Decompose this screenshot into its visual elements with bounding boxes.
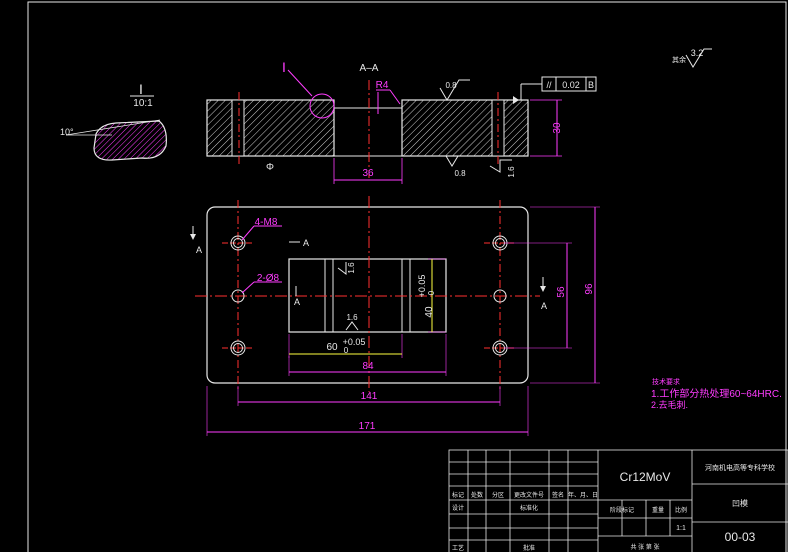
pin-hole-r bbox=[493, 289, 507, 303]
width-141: 141 bbox=[361, 391, 378, 402]
notes-title: 技术要求 bbox=[652, 377, 680, 386]
tb-material: Cr12MoV bbox=[620, 470, 671, 484]
hole-bl bbox=[230, 340, 246, 356]
tb-h-date: 年、月、日 bbox=[568, 491, 598, 499]
tb-h-mark: 标记 bbox=[452, 491, 464, 499]
general-finish: 其余 3.2 bbox=[672, 48, 712, 68]
pin-hole-l bbox=[231, 289, 245, 303]
detail-label: I bbox=[139, 81, 143, 97]
width-84: 84 bbox=[362, 361, 374, 372]
tech-notes: 技术要求 1.工作部分热处理60~64HRC. 2.去毛刺. bbox=[651, 377, 782, 410]
tb-drawing-no: 00-03 bbox=[725, 530, 756, 544]
plan-view: 4-M8 2-Ø8 A A A A 1.6 1.6 40 +0.05 0 60 … bbox=[190, 196, 600, 436]
section-mark-pocket-bottom: A bbox=[294, 297, 300, 307]
die-outline bbox=[206, 206, 529, 384]
tb-part-name: 凹模 bbox=[732, 498, 748, 508]
pocket-width: 60 bbox=[326, 342, 338, 353]
pocket-height-tol-low: 0 bbox=[427, 290, 436, 295]
phi-symbol: Φ bbox=[266, 162, 274, 173]
notes-line-1: 1.工作部分热处理60~64HRC. bbox=[651, 387, 782, 400]
tb-weight-label: 重量 bbox=[652, 506, 664, 514]
detail-marker: I bbox=[282, 59, 286, 75]
height-30: 30 bbox=[552, 122, 563, 134]
tol-value: 0.02 bbox=[562, 80, 580, 90]
title-block-text: Cr12MoV 河南机电高等专科学校 凹模 00-03 标记 处数 分区 更改文… bbox=[452, 463, 775, 552]
tb-h-sign: 签名 bbox=[552, 491, 564, 499]
drawing-frame bbox=[27, 1, 787, 552]
holes-4-label: 4-M8 bbox=[255, 217, 278, 228]
title-block bbox=[448, 449, 788, 552]
roughness-side: 1.6 bbox=[507, 166, 516, 178]
tb-design: 设计 bbox=[452, 504, 464, 512]
tol-datum: B bbox=[588, 80, 594, 90]
width-171: 171 bbox=[359, 421, 376, 432]
general-finish-value: 3.2 bbox=[691, 48, 704, 58]
detail-view: I 10:1 10° bbox=[60, 81, 167, 161]
hole-tl bbox=[230, 235, 246, 251]
pocket-roughness-1: 1.6 bbox=[347, 262, 356, 274]
section-title: A–A bbox=[360, 63, 379, 74]
holes-2-label: 2-Ø8 bbox=[257, 273, 280, 284]
tb-scale-label: 比例 bbox=[675, 506, 687, 514]
tb-stage-label: 阶段标记 bbox=[610, 506, 634, 514]
section-view: A–A I R4 0.8 // 0.02 B bbox=[206, 59, 597, 184]
tb-standard: 标准化 bbox=[520, 504, 538, 512]
section-mark-right: A bbox=[541, 301, 547, 311]
pocket-width-tol: +0.05 bbox=[343, 337, 366, 347]
tb-process: 工艺 bbox=[452, 544, 464, 552]
radius-label: R4 bbox=[376, 80, 389, 91]
pocket-height: 40 bbox=[424, 306, 435, 318]
tol-symbol: // bbox=[546, 80, 552, 90]
tb-scale: 1:1 bbox=[676, 525, 686, 532]
tb-sheet-info: 共 张 第 张 bbox=[630, 543, 659, 551]
tb-h-change: 更改文件号 bbox=[514, 491, 544, 499]
detail-circle bbox=[309, 93, 335, 119]
tb-h-count: 处数 bbox=[471, 491, 483, 499]
section-mark-pocket-top: A bbox=[303, 238, 309, 248]
roughness-bottom: 0.8 bbox=[454, 169, 466, 178]
notes-line-2: 2.去毛刺. bbox=[651, 399, 688, 410]
section-mark-left: A bbox=[196, 245, 202, 255]
slot-width: 36 bbox=[362, 168, 374, 179]
general-finish-prefix: 其余 bbox=[672, 55, 686, 64]
pocket-roughness-2: 1.6 bbox=[346, 313, 358, 322]
roughness-top: 0.8 bbox=[445, 81, 457, 90]
height-96: 96 bbox=[584, 283, 595, 295]
tb-school: 河南机电高等专科学校 bbox=[705, 463, 775, 472]
detail-profile bbox=[93, 120, 167, 161]
detail-angle: 10° bbox=[60, 127, 74, 137]
detail-scale: 10:1 bbox=[133, 98, 153, 109]
height-56: 56 bbox=[556, 286, 567, 298]
tb-approve: 批准 bbox=[523, 544, 535, 552]
pocket-width-tol-low: 0 bbox=[344, 346, 349, 355]
tb-h-zone: 分区 bbox=[492, 491, 504, 499]
pocket-height-tol: +0.05 bbox=[417, 275, 427, 298]
